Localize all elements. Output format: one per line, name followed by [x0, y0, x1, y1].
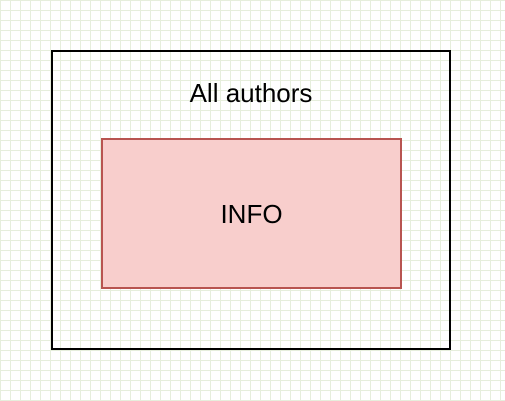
- info-label: INFO: [220, 198, 283, 229]
- all-authors-label: All authors: [189, 78, 313, 108]
- all-authors-container[interactable]: All authors: [51, 50, 451, 350]
- info-block[interactable]: INFO: [101, 138, 402, 289]
